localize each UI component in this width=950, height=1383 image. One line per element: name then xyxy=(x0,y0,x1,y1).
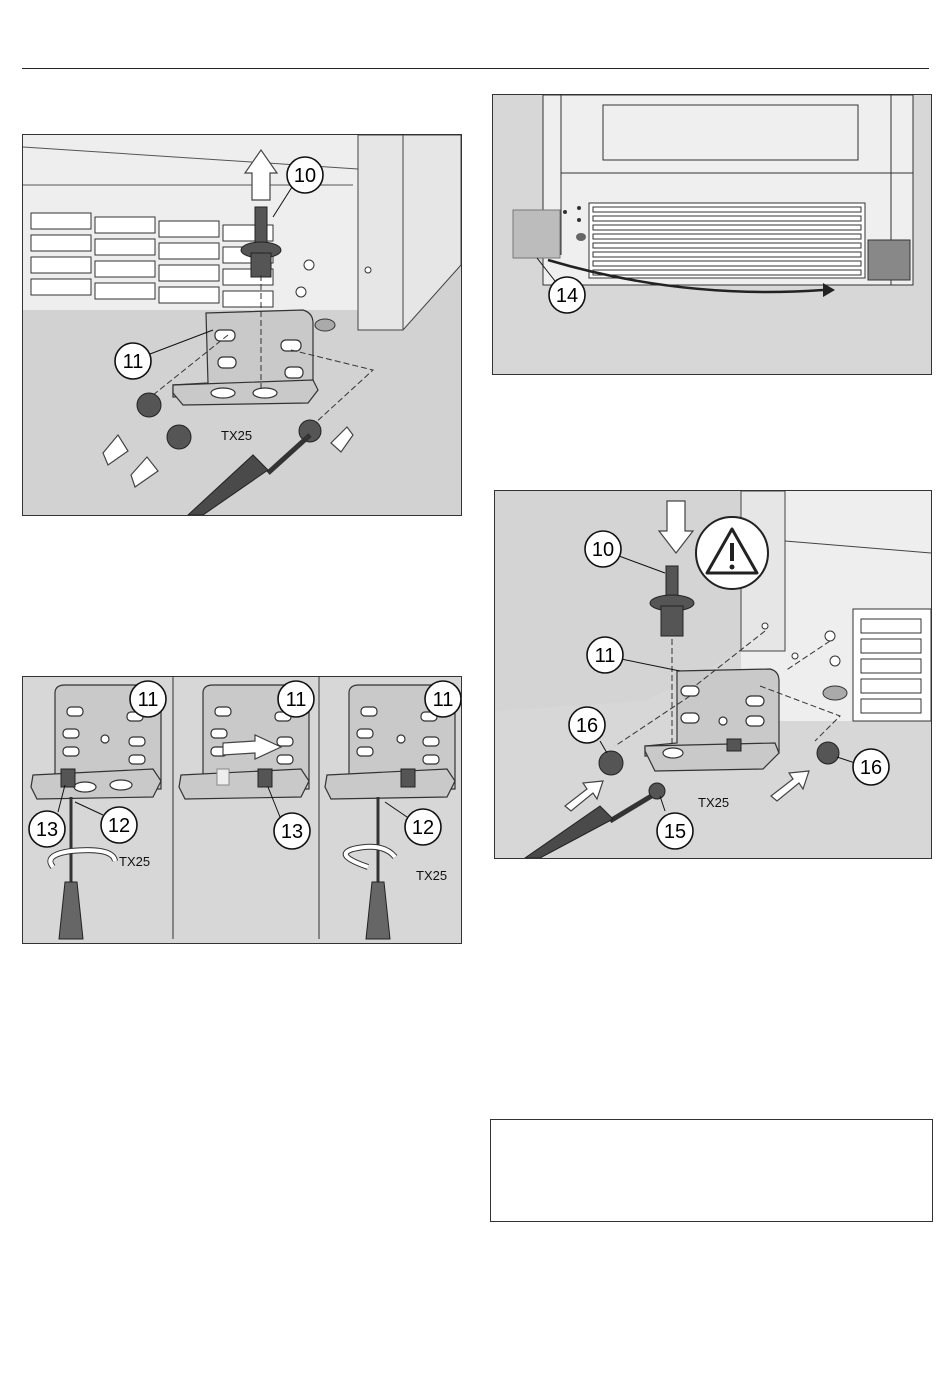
svg-text:11: 11 xyxy=(123,351,144,373)
svg-text:16: 16 xyxy=(860,757,882,779)
tool-label: TX25 xyxy=(221,428,252,443)
cover-cap xyxy=(513,210,560,258)
figure-cover-cap-illustration: 14 xyxy=(493,95,931,374)
svg-text:13: 13 xyxy=(36,819,58,841)
svg-text:TX25: TX25 xyxy=(119,854,150,869)
callout-11: 11 xyxy=(278,681,314,717)
callout-11: 11 xyxy=(130,681,166,717)
svg-text:14: 14 xyxy=(556,285,578,307)
svg-text:11: 11 xyxy=(286,689,307,711)
svg-text:11: 11 xyxy=(433,689,454,711)
figure-install-hinge-illustration: TX25 10 11 16 16 15 xyxy=(495,491,931,858)
figure-remove-hinge: TX25 10 11 xyxy=(22,134,462,516)
svg-text:12: 12 xyxy=(412,817,434,839)
figure-remove-hinge-illustration: TX25 10 11 xyxy=(23,135,461,515)
svg-text:11: 11 xyxy=(138,689,159,711)
svg-text:13: 13 xyxy=(281,821,303,843)
svg-text:TX25: TX25 xyxy=(416,868,447,883)
figure-cover-cap: 14 xyxy=(492,94,932,375)
svg-text:10: 10 xyxy=(592,539,614,561)
svg-text:10: 10 xyxy=(294,165,316,187)
figure-install-hinge: TX25 10 11 16 16 15 xyxy=(494,490,932,859)
note-box xyxy=(490,1119,933,1222)
header-rule xyxy=(22,68,929,69)
figure-hinge-adjustment: TX25 11 13 12 11 13 xyxy=(22,676,462,944)
grille xyxy=(853,609,931,721)
grille xyxy=(589,203,865,278)
svg-text:TX25: TX25 xyxy=(698,795,729,810)
svg-text:12: 12 xyxy=(108,815,130,837)
svg-text:11: 11 xyxy=(595,645,616,667)
svg-text:15: 15 xyxy=(664,821,686,843)
figure-hinge-adjustment-illustration: TX25 11 13 12 11 13 xyxy=(23,677,461,943)
warning-triangle-icon xyxy=(696,517,768,589)
svg-text:16: 16 xyxy=(576,715,598,737)
callout-11: 11 xyxy=(425,681,461,717)
